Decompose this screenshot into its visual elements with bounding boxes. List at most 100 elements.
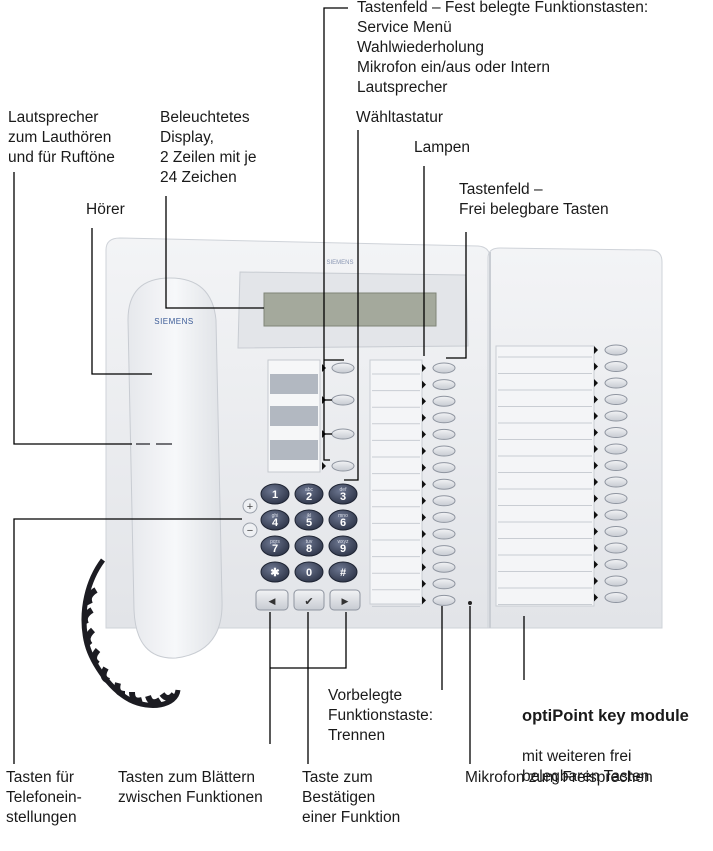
lamp-arrow <box>594 428 598 437</box>
keypad-digit: 7 <box>272 543 278 555</box>
keypad-key[interactable] <box>260 561 290 583</box>
lamp-arrow <box>422 364 426 372</box>
programmable-key[interactable] <box>432 511 456 523</box>
module-key[interactable] <box>604 410 628 422</box>
lamp-arrow <box>422 380 426 389</box>
label-mikrofon: Mikrofon zum Freisprechen <box>465 769 653 786</box>
programmable-key[interactable] <box>432 478 456 490</box>
keypad-key[interactable] <box>328 483 358 505</box>
volume-minus-button <box>242 522 258 538</box>
programmable-key[interactable] <box>432 561 456 573</box>
module-key[interactable] <box>604 526 628 537</box>
lamp-arrow <box>594 379 598 387</box>
module-key[interactable] <box>604 559 628 570</box>
label-taste-bestaetigen: Taste zum Bestätigen einer Funktion <box>302 769 401 826</box>
fixed-function-button[interactable] <box>331 428 355 440</box>
keypad-digit: 1 <box>272 489 278 501</box>
lamp-arrow <box>594 494 598 503</box>
keypad-digit: 8 <box>306 543 312 555</box>
module-key[interactable] <box>604 493 628 504</box>
programmable-key[interactable] <box>432 462 456 474</box>
programmable-key[interactable] <box>432 528 456 540</box>
keypad-letters: ghi <box>272 513 279 519</box>
keypad-digit: 2 <box>306 491 312 503</box>
module-key[interactable] <box>604 377 628 389</box>
lamp-arrow <box>422 596 426 605</box>
programmable-key[interactable] <box>432 395 456 407</box>
keypad-digit: 6 <box>340 517 346 529</box>
keypad-letters: tuv <box>306 539 313 545</box>
lamp-arrow <box>422 463 426 472</box>
lamp-arrow <box>594 395 598 404</box>
keypad-key[interactable] <box>328 535 358 557</box>
lamp-arrow <box>594 478 598 486</box>
keypad-letters: mno <box>338 513 348 519</box>
keypad-digit: # <box>340 567 346 579</box>
lamp-arrow <box>422 480 426 489</box>
fixed-function-button[interactable] <box>331 394 355 406</box>
lamp-arrow <box>594 527 598 536</box>
nav-right-button <box>329 589 361 611</box>
lamp-arrow <box>594 544 598 552</box>
lamp-arrow <box>422 430 426 439</box>
module-key[interactable] <box>604 509 628 521</box>
keypad-key[interactable] <box>260 535 290 557</box>
keypad-key[interactable] <box>294 561 324 583</box>
lamp-arrow <box>422 397 426 406</box>
keypad-letters: wxyz <box>337 539 349 545</box>
programmable-key[interactable] <box>432 379 456 391</box>
label-lampen: Lampen <box>414 139 471 156</box>
lamp-arrow <box>422 447 426 455</box>
programmable-key[interactable] <box>432 495 456 507</box>
lamp-arrow <box>594 593 598 602</box>
module-key[interactable] <box>604 344 628 356</box>
module-key[interactable] <box>604 542 628 554</box>
lamp-arrow <box>422 579 426 588</box>
lamp-arrow <box>594 346 598 354</box>
module-key[interactable] <box>604 394 628 405</box>
label-hoerer: Hörer <box>86 201 125 218</box>
svg-text:+: + <box>247 501 253 513</box>
keypad-key[interactable] <box>260 483 290 505</box>
keypad-digit: 9 <box>340 543 346 555</box>
programmable-key[interactable] <box>432 445 456 457</box>
keypad-key[interactable] <box>328 509 358 531</box>
lamp-arrow <box>594 362 598 371</box>
keypad-key[interactable] <box>294 535 324 557</box>
fixed-function-button[interactable] <box>331 362 355 374</box>
module-key[interactable] <box>604 361 628 372</box>
fixed-function-button[interactable] <box>331 460 355 472</box>
module-key[interactable] <box>604 575 628 587</box>
keypad-key[interactable] <box>260 509 290 531</box>
module-key[interactable] <box>604 460 628 471</box>
keypad-letters: def <box>340 487 348 493</box>
label-display: Beleuchtetes Display, 2 Zeilen mit je 24… <box>160 109 257 186</box>
module-label-strip <box>495 345 595 607</box>
keypad-key[interactable] <box>294 483 324 505</box>
microphone-hole <box>468 601 472 605</box>
module-key[interactable] <box>604 427 628 438</box>
programmable-key[interactable] <box>432 578 456 590</box>
lamp-arrow <box>594 461 598 470</box>
programmable-key[interactable] <box>432 594 456 606</box>
key-module-title: optiPoint key module <box>522 707 689 725</box>
keypad-key[interactable] <box>328 561 358 583</box>
label-tastenfeld-frei: Tastenfeld – Frei belegbare Tasten <box>459 181 609 218</box>
keypad-key[interactable] <box>294 509 324 531</box>
label-key-module: optiPoint key module mit weiteren frei b… <box>522 686 689 787</box>
nav-ok-button <box>293 589 325 611</box>
module-key[interactable] <box>604 443 628 455</box>
programmable-key[interactable] <box>432 428 456 440</box>
lamp-arrow <box>594 412 598 420</box>
programmable-key[interactable] <box>432 412 456 424</box>
module-key[interactable] <box>604 476 628 488</box>
module-key[interactable] <box>604 592 628 603</box>
leader-lines <box>13 7 525 764</box>
svg-text:◀: ◀ <box>269 596 276 606</box>
keypad-digit: 3 <box>340 491 346 503</box>
label-lautsprecher: Lautsprecher zum Lauthören und für Ruftö… <box>8 109 115 166</box>
programmable-key[interactable] <box>432 362 456 374</box>
fixed-key-labels <box>267 359 321 473</box>
programmable-key[interactable] <box>432 545 456 557</box>
